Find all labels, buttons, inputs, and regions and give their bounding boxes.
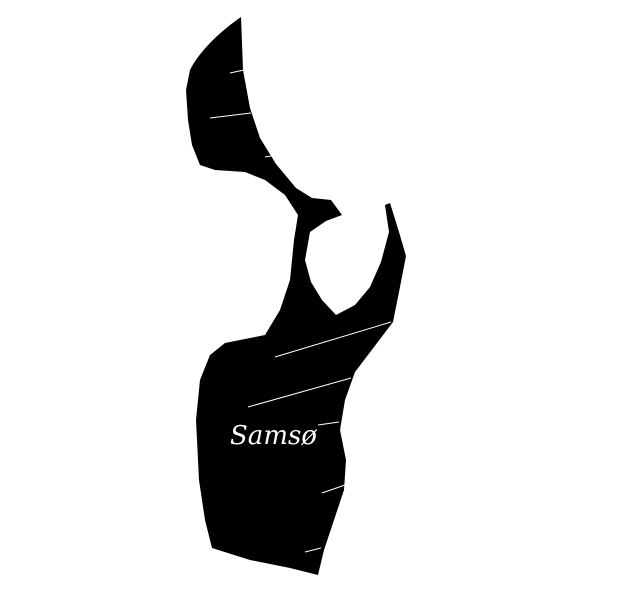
boundary-line (321, 484, 346, 494)
boundary-line (304, 547, 322, 553)
boundary-line (317, 421, 340, 426)
boundary-line (274, 321, 392, 358)
boundary-line (229, 69, 245, 74)
boundary-line (209, 112, 252, 119)
boundary-line (264, 155, 272, 158)
parish-boundaries (209, 69, 392, 553)
island-shape-samso (186, 17, 406, 575)
island-label: Samsø (230, 421, 317, 451)
boundary-line (247, 377, 352, 408)
